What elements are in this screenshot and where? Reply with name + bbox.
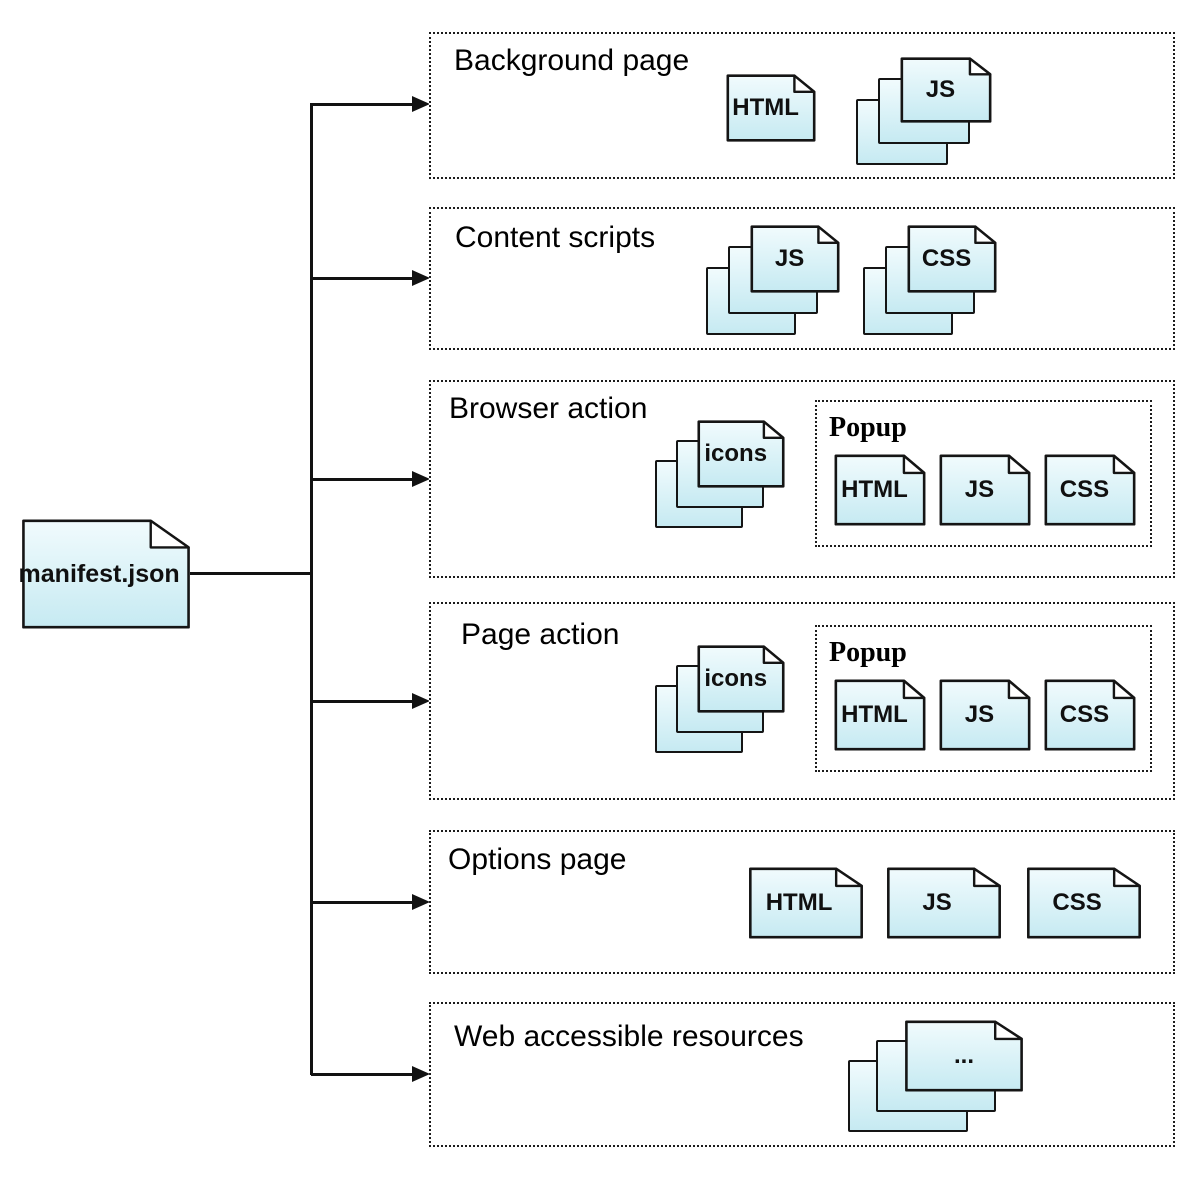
js-file-icon: JS — [939, 454, 1031, 526]
html-file-icon: HTML — [726, 74, 816, 142]
icons-files-stack-icon: icons — [655, 645, 785, 753]
branch-line-page-action — [311, 700, 415, 703]
js-file-icon: JS — [886, 867, 1002, 939]
js-file-label: JS — [922, 889, 952, 916]
js-file-label: JS — [774, 245, 805, 272]
popup-label: Popup — [829, 637, 907, 668]
html-file-label: HTML — [732, 94, 799, 121]
js-file-icon: JS — [900, 57, 992, 123]
section-page-action: Page action icons Popup HTML — [429, 602, 1175, 800]
html-file-icon: HTML — [834, 454, 926, 526]
section-label-page-action: Page action — [461, 618, 620, 651]
branch-line-web-accessible-resources — [311, 1073, 415, 1076]
html-file-label: HTML — [765, 889, 833, 916]
css-file-label: CSS — [1059, 476, 1110, 503]
arrowhead-page-action — [412, 693, 430, 709]
branch-line-browser-action — [311, 478, 415, 481]
section-label-content-scripts: Content scripts — [455, 221, 656, 254]
section-label-browser-action: Browser action — [449, 392, 648, 425]
icons-file-label: icons — [704, 665, 768, 692]
js-file-label: JS — [964, 701, 995, 728]
arrowhead-background-page — [412, 96, 430, 112]
icons-files-stack-icon: icons — [655, 420, 785, 528]
section-label-options-page: Options page — [448, 843, 627, 876]
arrowhead-content-scripts — [412, 270, 430, 286]
section-web-accessible-resources: Web accessible resources ... — [429, 1002, 1175, 1147]
css-file-label: CSS — [1052, 889, 1102, 916]
css-file-icon: CSS — [1026, 867, 1142, 939]
css-file-label: CSS — [1059, 701, 1110, 728]
branch-line-options-page — [311, 901, 415, 904]
more-files-icon: ... — [904, 1020, 1024, 1092]
icons-file-icon: icons — [697, 420, 785, 488]
popup-box: Popup HTML JS CSS — [815, 400, 1152, 547]
section-label-background-page: Background page — [454, 44, 690, 77]
icons-file-icon: icons — [697, 645, 785, 713]
js-files-stack-icon: JS — [856, 57, 992, 165]
css-file-icon: CSS — [907, 225, 997, 293]
section-label-web-accessible-resources: Web accessible resources — [454, 1020, 804, 1053]
popup-box: Popup HTML JS CSS — [815, 625, 1152, 772]
resources-files-stack-icon: ... — [848, 1020, 1024, 1132]
section-background-page: Background page HTML JS — [429, 32, 1175, 179]
popup-label: Popup — [829, 412, 907, 443]
html-file-icon: HTML — [748, 867, 864, 939]
css-file-icon: CSS — [1044, 454, 1136, 526]
manifest-connector-line — [190, 572, 312, 575]
js-files-stack-icon: JS — [706, 225, 840, 335]
more-files-label: ... — [953, 1042, 974, 1069]
js-file-label: JS — [964, 476, 995, 503]
html-file-icon: HTML — [834, 679, 926, 751]
section-options-page: Options page HTML JS CSS — [429, 830, 1175, 974]
css-file-icon: CSS — [1044, 679, 1136, 751]
css-files-stack-icon: CSS — [863, 225, 997, 335]
trunk-line — [310, 103, 313, 1075]
branch-line-background-page — [311, 103, 415, 106]
css-file-label: CSS — [921, 245, 972, 272]
section-content-scripts: Content scripts JS CSS — [429, 207, 1175, 350]
section-browser-action: Browser action icons Popup HTML — [429, 380, 1175, 578]
manifest-json-label: manifest.json — [18, 559, 180, 588]
html-file-label: HTML — [841, 701, 908, 728]
js-file-icon: JS — [750, 225, 840, 293]
arrowhead-browser-action — [412, 471, 430, 487]
manifest-json-file-icon: manifest.json — [18, 518, 192, 630]
js-file-label: JS — [925, 76, 956, 103]
arrowhead-web-accessible-resources — [412, 1066, 430, 1082]
js-file-icon: JS — [939, 679, 1031, 751]
branch-line-content-scripts — [311, 277, 415, 280]
arrowhead-options-page — [412, 894, 430, 910]
icons-file-label: icons — [704, 440, 768, 467]
html-file-label: HTML — [841, 476, 908, 503]
